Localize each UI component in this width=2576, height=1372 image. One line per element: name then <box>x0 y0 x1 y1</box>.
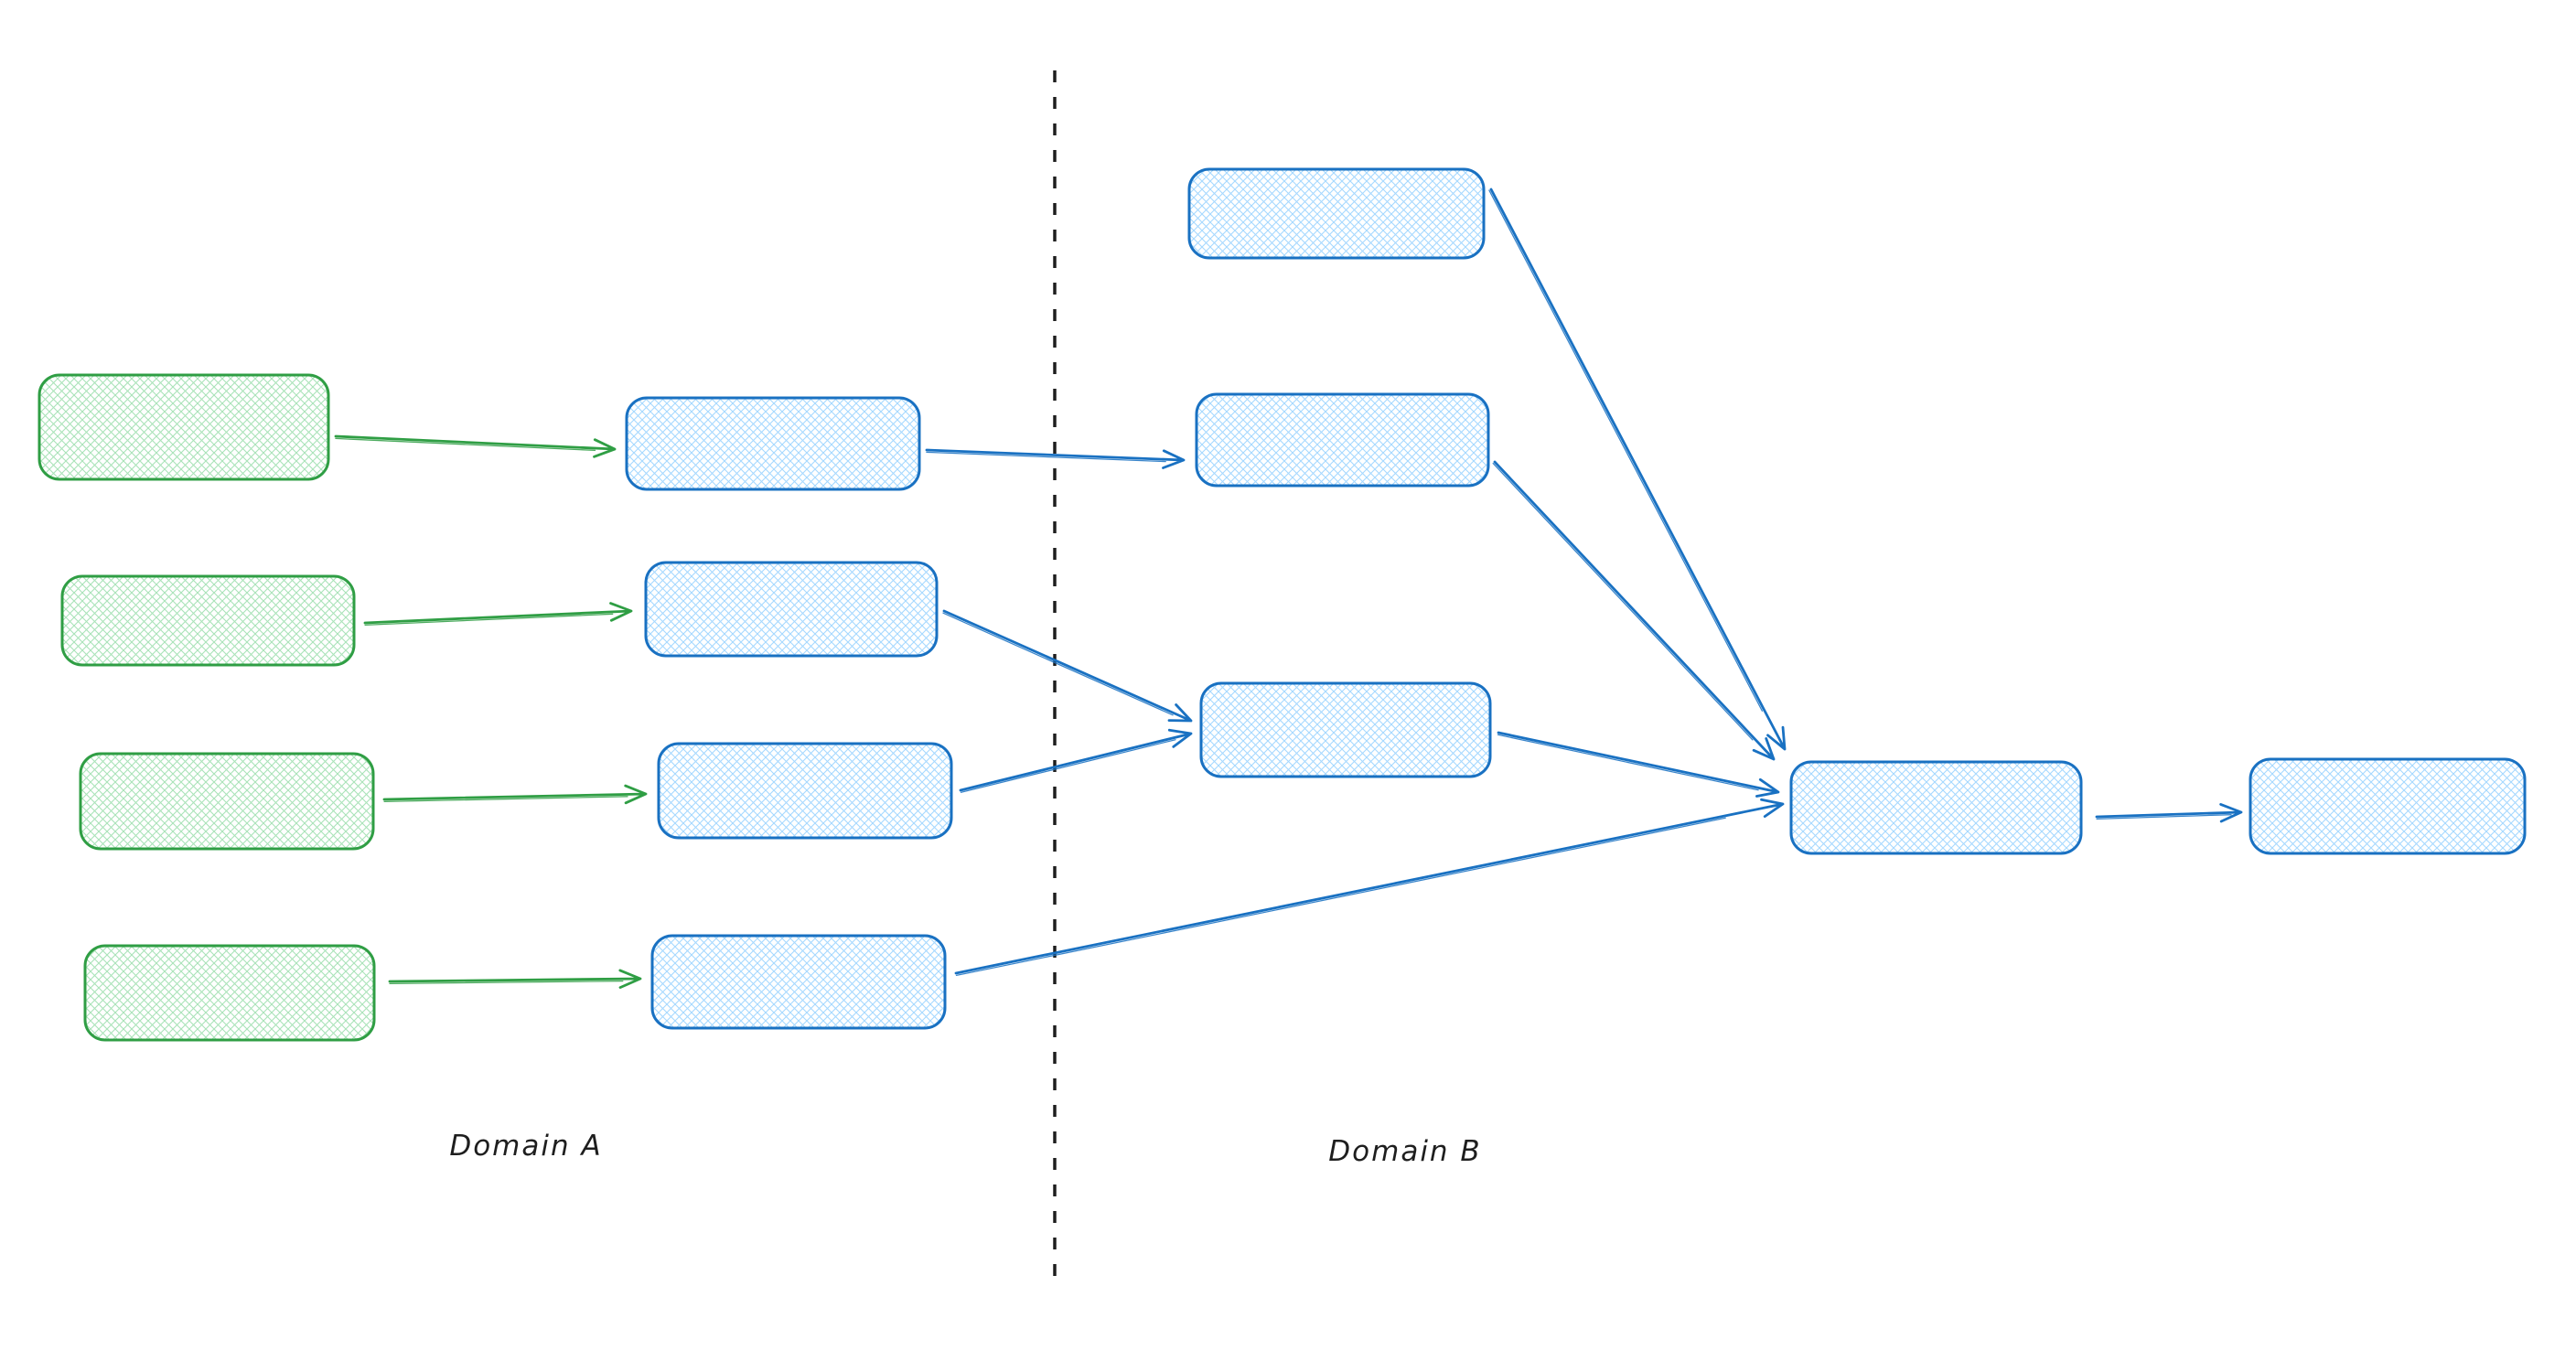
node-a-stage-3[interactable] <box>657 742 953 840</box>
node-a-stage-4[interactable] <box>650 934 947 1030</box>
node-b-node-3[interactable] <box>1199 681 1492 778</box>
node-b-output[interactable] <box>2249 757 2527 855</box>
edge-b-node-2-to-b-hub[interactable] <box>1492 460 1776 761</box>
edge-a-stage-3-to-b-node-3[interactable] <box>959 728 1193 793</box>
edge-a-stage-2-to-b-node-3[interactable] <box>942 609 1193 723</box>
node-source-2[interactable] <box>60 574 356 667</box>
node-b-hub[interactable] <box>1789 760 2083 855</box>
node-a-stage-1[interactable] <box>625 396 921 491</box>
edge-b-hub-to-b-output[interactable] <box>2095 803 2243 823</box>
edge-a-stage-1-to-b-node-2[interactable] <box>925 448 1186 469</box>
domain-a-label: Domain A <box>449 1130 603 1163</box>
edge-source-2-to-a-stage-2[interactable] <box>363 602 633 627</box>
domain-b-label: Domain B <box>1328 1135 1482 1168</box>
edge-b-node-1-to-b-hub[interactable] <box>1488 188 1787 751</box>
edge-source-1-to-a-stage-1[interactable] <box>334 434 617 458</box>
node-a-stage-2[interactable] <box>644 561 939 658</box>
edge-a-stage-4-to-b-hub[interactable] <box>954 798 1785 977</box>
edge-source-4-to-a-stage-4[interactable] <box>388 969 642 989</box>
node-b-node-2[interactable] <box>1195 392 1490 488</box>
node-source-4[interactable] <box>83 944 376 1042</box>
node-b-node-1[interactable] <box>1187 167 1486 260</box>
node-source-3[interactable] <box>79 752 375 851</box>
edge-source-3-to-a-stage-3[interactable] <box>382 784 648 805</box>
node-source-1[interactable] <box>38 373 330 481</box>
edge-b-node-3-to-b-hub[interactable] <box>1497 731 1780 798</box>
